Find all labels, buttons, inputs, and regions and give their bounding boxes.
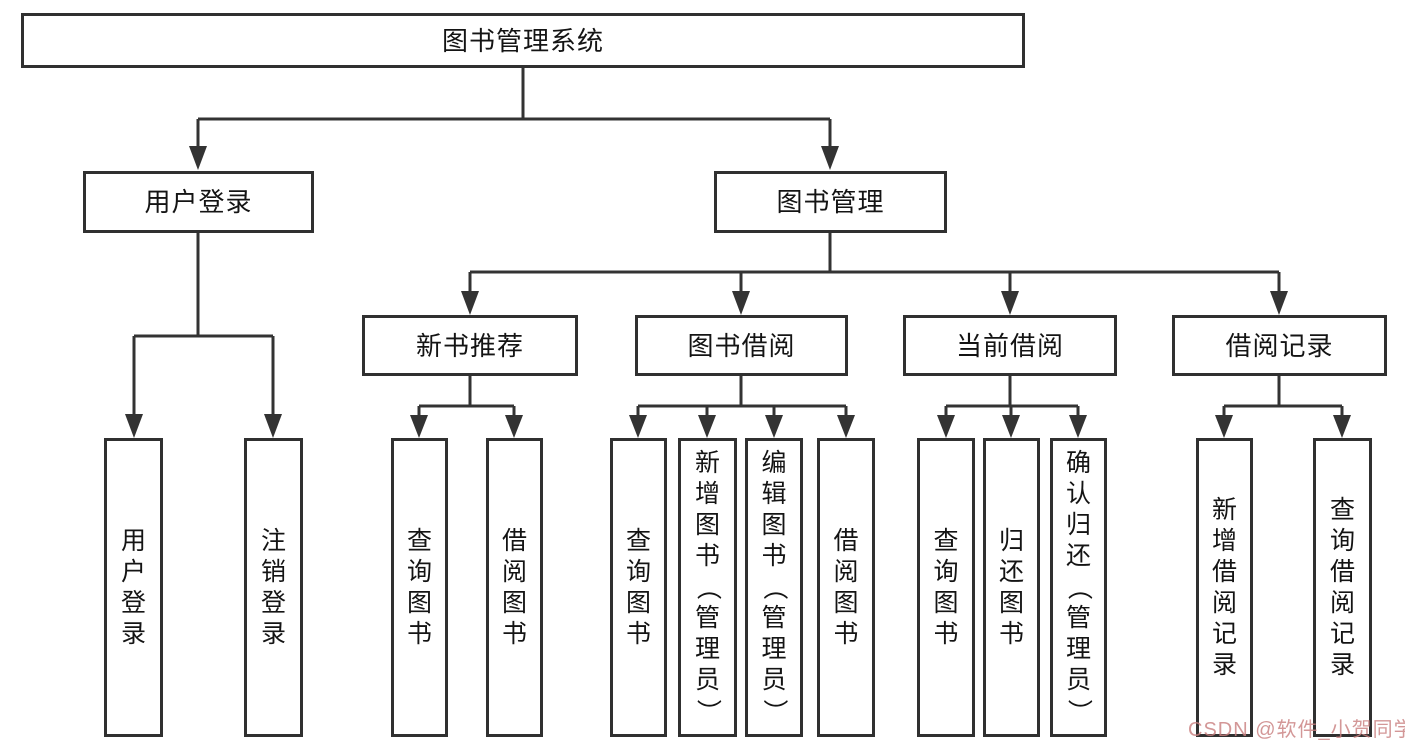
node-book-borrowing: 图书借阅 xyxy=(635,315,848,376)
node-new-book-recommendation: 新书推荐 xyxy=(362,315,578,376)
leaf-newbook-borrow-books: 借阅图书 xyxy=(486,438,543,737)
node-current-borrowing: 当前借阅 xyxy=(903,315,1117,376)
watermark: CSDN @软件_小贺同学 xyxy=(1188,719,1405,741)
node-library-management-system: 图书管理系统 xyxy=(21,13,1025,68)
leaf-borrowing-borrow-books: 借阅图书 xyxy=(817,438,875,737)
node-user-login: 用户登录 xyxy=(83,171,314,233)
leaf-borrowing-add-books-admin: 新增图书（管理员） xyxy=(678,438,737,737)
leaf-records-add-borrow-record: 新增借阅记录 xyxy=(1196,438,1253,737)
leaf-current-return-books: 归还图书 xyxy=(983,438,1040,737)
leaf-borrowing-query-books: 查询图书 xyxy=(610,438,667,737)
leaf-current-confirm-return-admin: 确认归还（管理员） xyxy=(1050,438,1107,737)
leaf-records-query-borrow-record: 查询借阅记录 xyxy=(1313,438,1372,737)
leaf-borrowing-edit-books-admin: 编辑图书（管理员） xyxy=(745,438,803,737)
leaf-user-login: 用户登录 xyxy=(104,438,163,737)
node-book-management: 图书管理 xyxy=(714,171,947,233)
leaf-logout: 注销登录 xyxy=(244,438,303,737)
leaf-current-query-books: 查询图书 xyxy=(917,438,975,737)
node-borrowing-records: 借阅记录 xyxy=(1172,315,1387,376)
leaf-newbook-query-books: 查询图书 xyxy=(391,438,448,737)
